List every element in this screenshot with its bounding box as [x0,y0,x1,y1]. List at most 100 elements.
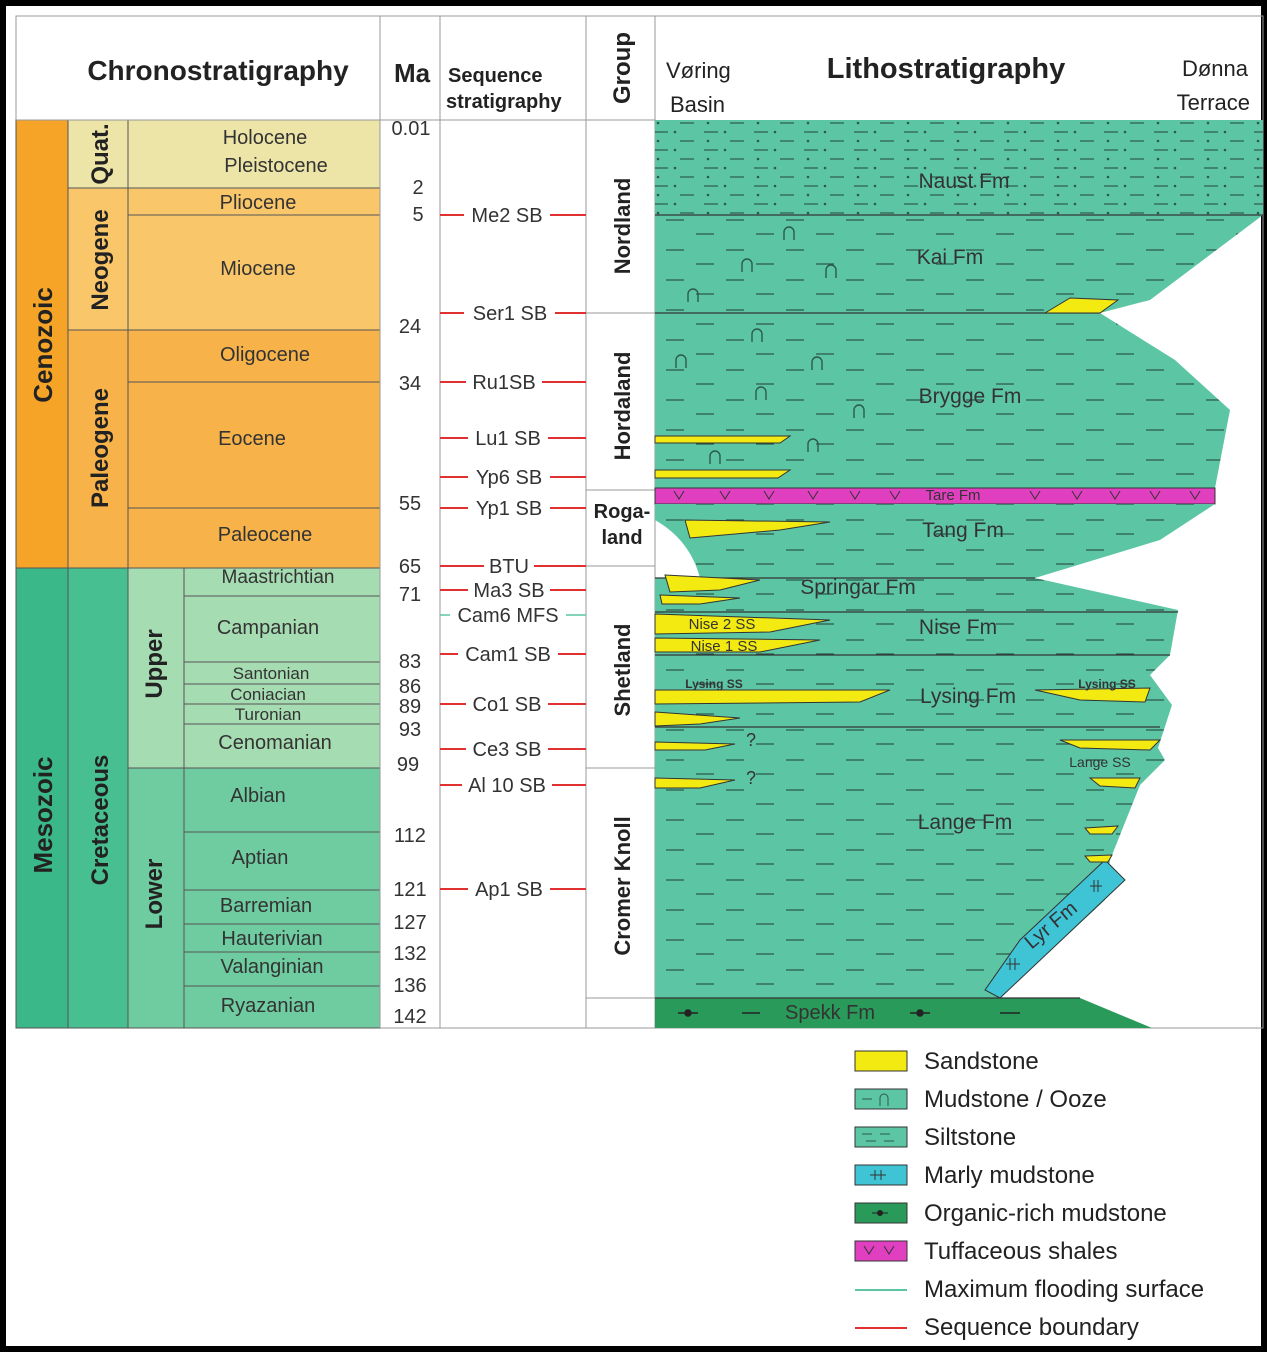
legend-swatch [855,1127,907,1147]
legend-label: Sequence boundary [924,1314,1139,1341]
era-label: Cenozoic [28,287,58,403]
age-label: 83 [399,651,421,673]
sequence-boundary-label: Co1 SB [473,694,542,716]
sequence-boundary-label: Cam1 SB [465,644,551,666]
formation-label: Lange Fm [918,811,1013,834]
group-header: Group [609,32,636,104]
period-label: Cretaceous [87,755,114,886]
legend-label: Sandstone [924,1048,1039,1075]
stage-label: Albian [230,785,286,807]
sandstone-label: Lange SS [1069,754,1131,770]
question-mark: ? [746,768,756,788]
sequence-boundary-label: Me2 SB [471,205,542,227]
sequence-boundary-label: BTU [489,556,529,578]
dønna-label: Terrace [1177,90,1250,115]
legend-label: Marly mudstone [924,1162,1095,1189]
epoch-label: Paleocene [218,524,313,546]
sequence-header: Sequence [448,65,542,87]
stage-label: Campanian [217,617,319,639]
sandstone-label: Lysing SS [1078,677,1136,691]
stage-label: Valanginian [220,956,323,978]
formation-label: Spekk Fm [785,1002,875,1024]
age-label: 142 [393,1006,426,1028]
litho-header: Lithostratigraphy [827,53,1065,85]
subperiod-label: Lower [141,859,168,930]
legend-label: Maximum flooding surface [924,1276,1204,1303]
sandstone-label: Nise 2 SS [689,616,756,633]
group-label: Hordaland [610,352,635,461]
epoch-label: Oligocene [220,344,310,366]
formation-label: Brygge Fm [919,385,1022,408]
age-label: 0.01 [392,118,431,140]
legend-label: Tuffaceous shales [924,1238,1117,1265]
group-label: Nordland [610,178,635,275]
group-label: Roga- [594,501,651,523]
age-label: 89 [399,696,421,718]
naust-fm-body [655,120,1263,215]
epoch-label: Pliocene [220,192,297,214]
formation-label: Kai Fm [917,246,984,269]
age-label: 93 [399,719,421,741]
sequence-boundary-label: Al 10 SB [468,775,546,797]
age-label: 127 [393,912,426,934]
period-label: Quat. [87,123,114,184]
period-label: Paleogene [87,388,114,508]
age-label: 112 [394,825,426,847]
age-label: 5 [412,204,423,226]
sequence-boundary-label: Ma3 SB [473,580,544,602]
stage-label: Maastrichtian [222,567,335,588]
age-label: 71 [399,584,421,606]
age-label: 55 [399,493,421,515]
sequence-boundary-label: Yp1 SB [476,498,542,520]
epoch-label: Miocene [220,258,296,280]
stage-label: Cenomanian [218,732,331,754]
sequence-boundary-label: Ce3 SB [473,739,542,761]
ma-header: Ma [394,58,431,88]
age-label: 24 [399,316,421,338]
age-label: 121 [393,879,426,901]
legend-label: Siltstone [924,1124,1016,1151]
chrono-header: Chronostratigraphy [87,55,349,86]
legend-swatch-symbol [877,1210,883,1216]
group-label: land [601,527,642,549]
age-label: 99 [397,754,419,776]
sequence-boundary-label: Ru1SB [472,372,535,394]
age-label: 86 [399,676,421,698]
formation-label: Springar Fm [800,576,916,599]
sequence-header: stratigraphy [446,91,562,113]
formation-label: Tang Fm [922,519,1004,542]
legend-label: Mudstone / Ooze [924,1086,1107,1113]
legend-swatch [855,1051,907,1071]
period-label: Neogene [87,209,114,310]
sequence-boundary-label: Cam6 MFS [457,605,558,627]
formation-label: Naust Fm [918,170,1009,193]
group-label: Cromer Knoll [610,816,635,955]
epoch-label: Eocene [218,428,286,450]
group-label: Shetland [610,624,635,717]
formation-label: Tare Fm [925,487,980,504]
sequence-boundary-label: Lu1 SB [475,428,541,450]
formation-label: Nise Fm [919,616,997,639]
question-mark: ? [746,730,756,750]
age-label: 65 [399,556,421,578]
age-label: 2 [412,177,423,199]
stage-label: Santonian [233,664,310,683]
stage-label: Turonian [235,705,301,724]
epoch-label: Holocene [223,127,308,149]
vøring-label: Basin [670,92,725,117]
sequence-boundary-label: Ser1 SB [473,303,547,325]
legend-label: Organic-rich mudstone [924,1200,1167,1227]
stage-label: Hauterivian [221,928,322,950]
subperiod-label: Upper [141,629,168,698]
spekk-fm-body [655,998,1152,1028]
sequence-boundary-label: Yp6 SB [476,467,542,489]
age-label: 132 [393,943,426,965]
sandstone-label: Lysing SS [685,677,743,691]
age-label: 136 [393,975,426,997]
era-label: Mesozoic [28,756,58,873]
sandstone-label: Nise 1 SS [691,638,758,655]
sequence-boundary-label: Ap1 SB [475,879,543,901]
stage-label: Aptian [232,847,289,869]
